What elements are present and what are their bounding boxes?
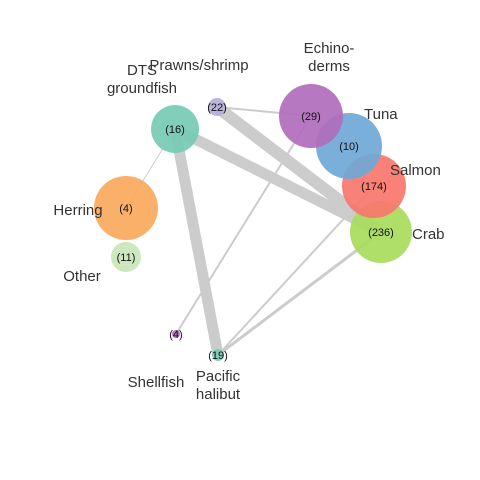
edge-layer (125, 102, 385, 357)
node-label-dts-line1: DTS (127, 62, 157, 79)
node-label-echinoderms-line2: derms (308, 58, 350, 75)
node-label-tuna: Tuna (364, 106, 398, 123)
node-label-other: Other (63, 268, 101, 285)
node-count-halibut: (19) (208, 350, 228, 362)
node-layer: (236) (174) (10) (29) (22) (16) (4) (11) (4) (19) (94, 84, 412, 362)
edge-echinoderms-shellfish (175, 115, 312, 335)
node-count-shellfish: (4) (169, 329, 182, 341)
node-count-salmon: (174) (361, 181, 387, 193)
node-label-halibut-line1: Pacific (196, 368, 241, 385)
node-label-echinoderms-line1: Echino- (304, 40, 355, 57)
node-herring (94, 176, 158, 240)
node-halibut (212, 349, 224, 361)
node-shellfish (172, 330, 180, 338)
node-count-prawns: (22) (207, 102, 227, 114)
node-prawns (208, 98, 226, 116)
edge-prawns-crab (213, 102, 385, 237)
node-count-dts: (16) (165, 124, 185, 136)
node-count-echinoderms: (29) (301, 111, 321, 123)
edge-crab-halibut (217, 230, 382, 357)
node-label-prawns: Prawns/shrimp (149, 57, 248, 74)
node-count-tuna: (10) (339, 141, 359, 153)
edge-salmon-halibut (217, 185, 375, 356)
label-layer: Crab Salmon Tuna Echino-derms Prawns/shrimpD… (53, 40, 444, 403)
node-label-shellfish: Shellfish (128, 374, 185, 391)
node-label-herring: Herring (53, 202, 102, 219)
edge-dts-halibut (169, 127, 224, 357)
node-echinoderms (279, 84, 343, 148)
node-label-crab: Crab (412, 226, 445, 243)
node-count-other: (11) (117, 252, 136, 264)
node-label-dts-line2: groundfish (107, 80, 177, 97)
node-count-crab: (236) (368, 227, 394, 239)
node-other (111, 242, 141, 272)
node-dts (151, 105, 199, 153)
node-label-halibut-line2: halibut (196, 386, 241, 403)
node-count-herring: (4) (119, 203, 132, 215)
node-label-salmon: Salmon (390, 162, 441, 179)
